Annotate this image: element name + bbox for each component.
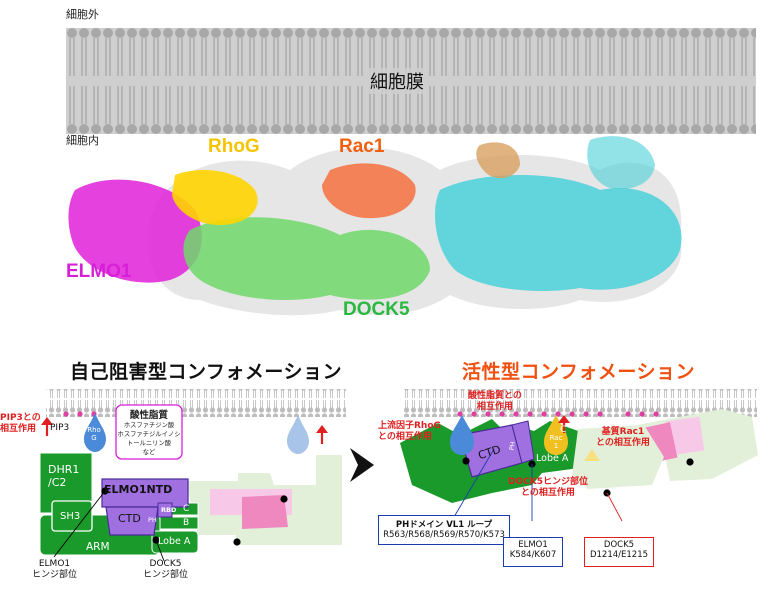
right-title: 活性型コンフォメーション: [462, 361, 696, 383]
dock5-residues-list: D1214/E1215: [589, 550, 649, 560]
left-title: 自己阻害型コンフォメーション: [70, 361, 343, 383]
ph-residues-list: R563/R568/R569/R570/K573: [383, 530, 505, 540]
right-ghost-drop: [287, 415, 309, 454]
right-elmo1-ntd: [459, 420, 535, 478]
elmo1-residues-list: K584/K607: [509, 550, 557, 560]
outside-label: 細胞外: [66, 8, 99, 21]
elmo1-residues-title: ELMO1: [518, 540, 548, 550]
domain-ph: PH: [148, 516, 157, 524]
right-rac-label: Rac 1: [549, 434, 563, 450]
ghost-dock5: [186, 455, 342, 546]
right-red-arrow: [558, 415, 570, 433]
dock5-residues-title: DOCK5: [603, 540, 635, 550]
acidic-lipid-line-4: など: [142, 449, 156, 456]
left-membrane: [46, 389, 346, 417]
ph-residues-box: PHドメイン VL1 ループ R563/R568/R569/R570/K573: [378, 515, 510, 545]
transition-arrow-icon: [350, 448, 374, 482]
dock5-label: DOCK5: [343, 299, 410, 320]
domain-dhr1: DHR1 /C2: [48, 463, 80, 490]
dock5-hinge-label: DOCK5 ヒンジ部位: [143, 559, 189, 581]
rac-interaction-label: 基質Rac1 との相互作用: [596, 427, 650, 448]
acidic-lipid-line-1: ホスファチジン酸: [123, 422, 175, 429]
left-diagram: [39, 389, 346, 562]
right-rac-drop: [544, 415, 568, 455]
domain-rbd: RBD: [161, 506, 177, 514]
elmo1-label: ELMO1: [66, 261, 132, 282]
acidic-lipid-title: 酸性脂質: [129, 410, 168, 421]
right-hinge-dots: [462, 457, 611, 497]
acidic-lipid-box: [115, 404, 183, 460]
left-rhog-label: Rho G: [87, 426, 101, 442]
acidic-lipid-line-2: ホスファチジルイノシ: [117, 431, 181, 438]
dock5-hinge-interaction-label: DOCK5ヒンジ部位 との相互作用: [508, 477, 588, 498]
domain-b: B: [183, 518, 190, 528]
cell-membrane: 細胞膜: [66, 28, 756, 134]
substrate-triangle-icon: [584, 449, 600, 461]
protein-structure-image: [68, 136, 682, 316]
rhog-interaction-label: 上流因子RhoG との相互作用: [378, 421, 441, 442]
domain-c: C: [183, 504, 190, 514]
right-membrane-pink-heads: [457, 411, 659, 417]
rhog-label: RhoG: [208, 136, 260, 157]
right-ghost-red-arrow: [316, 425, 328, 444]
elmo1-hinge-label: ELMO1 ヒンジ部位: [32, 559, 78, 581]
domain-ctd: CTD: [118, 512, 141, 525]
acidic-lipid-line-3: トールニリン酸: [126, 440, 172, 447]
right-diagram: [400, 389, 758, 522]
pip3-interaction-label: PIP3との 相互作用: [0, 413, 41, 434]
right-pointer-lines: [453, 448, 623, 522]
left-red-arrow: [41, 417, 53, 436]
membrane-label: 細胞膜: [366, 68, 428, 94]
rac1-label: Rac1: [339, 136, 385, 157]
acidic-interaction-label: 酸性脂質との 相互作用: [468, 391, 522, 412]
right-rhog-drop: [450, 415, 474, 455]
inside-label: 細胞内: [66, 134, 99, 147]
elmo1-residues-box: ELMO1 K584/K607: [503, 537, 563, 567]
left-hinge-pointers: [53, 490, 165, 562]
left-rhog-drop: [84, 413, 106, 452]
right-domain-lobe-a: Lobe A: [536, 453, 569, 464]
domain-elmo1ntd: ELMO1NTD: [104, 483, 173, 496]
domain-lobe-a: Lobe A: [158, 536, 191, 547]
pip3-label: PIP3: [50, 423, 70, 433]
right-domain-ph: PH: [507, 440, 518, 452]
domain-arm: ARM: [86, 541, 110, 553]
left-elmo1-ntd: [101, 478, 189, 544]
dock5-residues-box: DOCK5 D1214/E1215: [584, 537, 654, 567]
right-domain-c: C: [560, 425, 567, 435]
domain-sh3: SH3: [60, 511, 81, 522]
ph-residues-title: PHドメイン VL1 ループ: [395, 520, 493, 530]
